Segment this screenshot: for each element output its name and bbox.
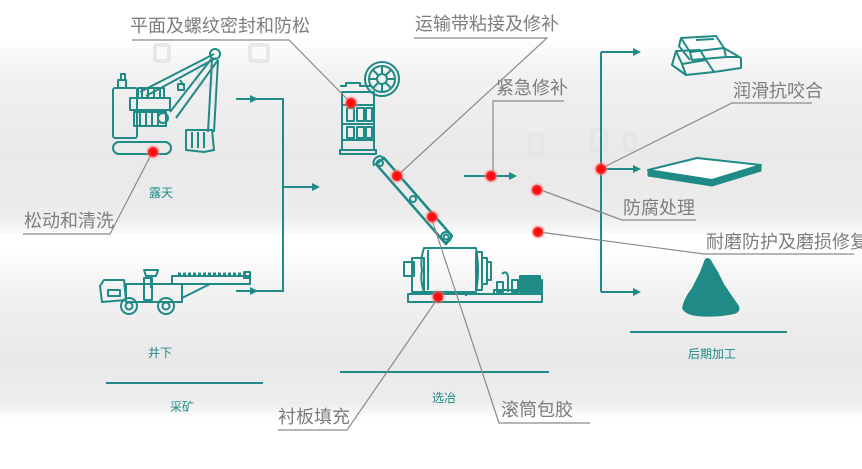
arrow-icon	[633, 288, 641, 296]
metal-ingots-icon	[671, 35, 742, 76]
arrow-icon	[312, 183, 320, 191]
arrow-icon	[633, 48, 641, 56]
leader-lines	[23, 37, 854, 431]
arrow-icon	[633, 165, 641, 173]
label-open-pit: 露天	[149, 186, 174, 200]
section-dividers	[106, 331, 787, 384]
callout-loosening-cleaning: 松动和清洗	[24, 211, 114, 232]
marker-anticorrosion	[529, 182, 545, 198]
jaw-crusher-icon	[339, 61, 400, 155]
metal-plate-icon	[647, 157, 762, 187]
mining-shovel-icon	[112, 48, 221, 155]
arrow-icon	[509, 172, 517, 180]
marker-belt-lower	[424, 209, 440, 225]
section-title-processing: 选冶	[432, 391, 457, 405]
repair-point-markers	[145, 95, 609, 305]
underground-drill-rig-icon	[99, 269, 251, 315]
label-underground: 井下	[148, 346, 173, 360]
section-title-post-processing: 后期加工	[688, 347, 737, 361]
callout-emergency-repair: 紧急修补	[496, 78, 568, 99]
marker-belt-upper	[389, 168, 405, 184]
arrow-icon	[250, 95, 258, 103]
marker-emergency	[483, 168, 499, 184]
callout-liner-filling: 衬板填充	[278, 407, 350, 428]
marker-thread-sealing	[343, 95, 359, 111]
flow-arrowheads	[250, 48, 641, 296]
powder-pile-icon	[682, 258, 740, 317]
callout-wear-protection: 耐磨防护及磨损修复	[706, 232, 862, 253]
conveyor-belt-icon	[372, 155, 454, 246]
marker-loosening	[145, 144, 161, 160]
ghost-decoration	[153, 43, 637, 157]
callout-thread-sealing: 平面及螺纹密封和防松	[130, 16, 310, 37]
marker-liner	[430, 289, 446, 305]
callout-pulley-lagging: 滚筒包胶	[501, 400, 573, 421]
callout-anticorrosion: 防腐处理	[623, 198, 695, 219]
ball-mill-icon	[403, 247, 543, 303]
callout-anti-seize: 润滑抗咬合	[733, 81, 823, 102]
marker-wear	[530, 224, 546, 240]
arrow-icon	[250, 287, 258, 295]
section-title-mining: 采矿	[170, 400, 195, 414]
callout-belt-bonding: 运输带粘接及修补	[415, 14, 559, 35]
marker-anti-seize	[593, 161, 609, 177]
flow-lines	[236, 51, 636, 293]
